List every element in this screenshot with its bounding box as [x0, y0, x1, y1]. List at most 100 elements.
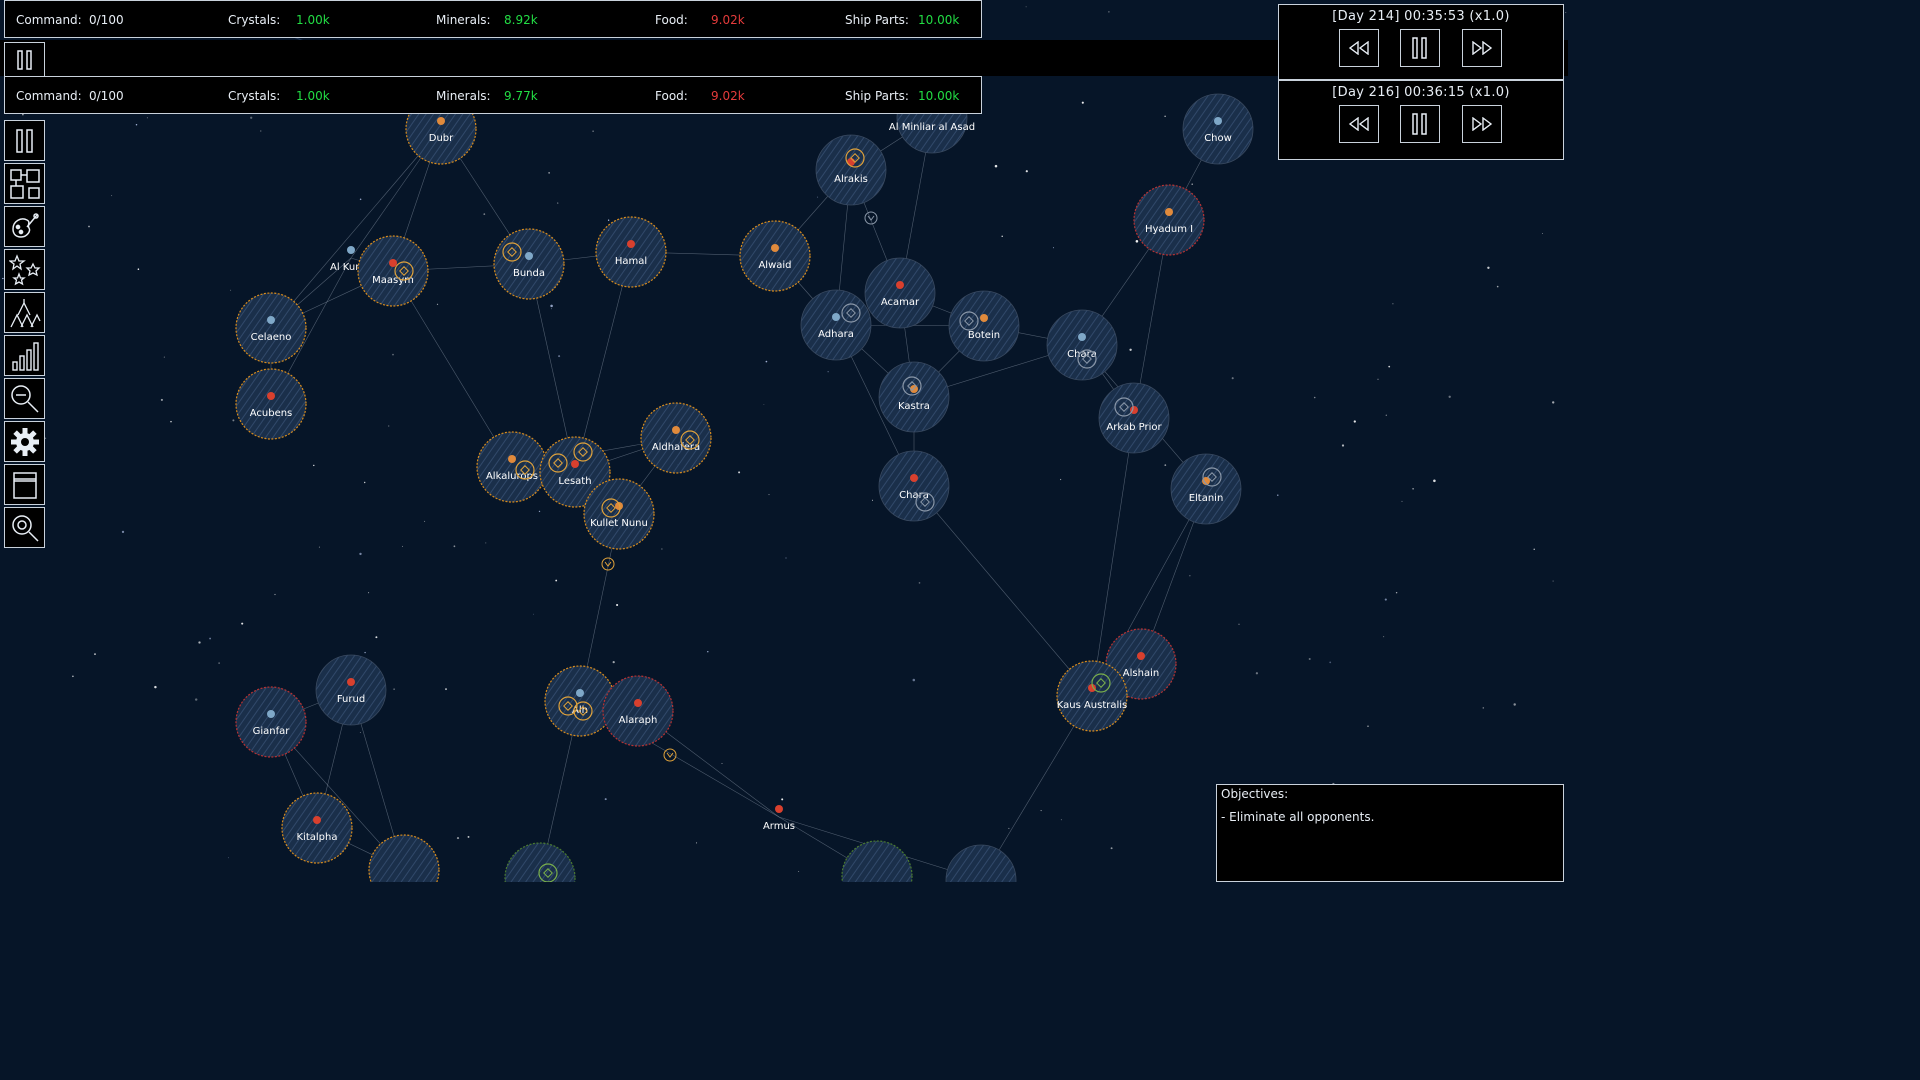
sidebar-mountains-button[interactable]: [4, 292, 45, 333]
system-territory[interactable]: [1056, 660, 1128, 732]
fleet-marker[interactable]: [902, 376, 922, 396]
system-territory[interactable]: [640, 402, 712, 474]
sidebar-pause-button[interactable]: [4, 120, 45, 161]
system-territory[interactable]: [1133, 184, 1205, 256]
star-system-hyadum[interactable]: Hyadum I: [1133, 184, 1205, 256]
star-system-alaraph[interactable]: Alaraph: [602, 675, 674, 747]
system-territory[interactable]: [368, 834, 440, 882]
star-system-adhara[interactable]: Adhara: [800, 289, 872, 361]
rewind-button[interactable]: [1339, 105, 1379, 143]
fleet-marker[interactable]: [845, 148, 865, 168]
star-system-kaus[interactable]: Kaus Australis: [1056, 660, 1128, 732]
sidebar-palette-button[interactable]: [4, 206, 45, 247]
star-system-armus[interactable]: Armus: [763, 805, 795, 832]
system-territory[interactable]: [595, 216, 667, 288]
fleet-marker[interactable]: [573, 442, 593, 462]
fast-forward-button[interactable]: [1462, 105, 1502, 143]
star-system-kitalpha[interactable]: Kitalpha: [281, 792, 353, 864]
fleet-marker[interactable]: [1091, 673, 1111, 693]
system-territory[interactable]: [357, 235, 429, 307]
sidebar-settings-button[interactable]: [4, 421, 45, 462]
system-territory[interactable]: [1046, 309, 1118, 381]
system-territory[interactable]: [815, 134, 887, 206]
star-system-kulletnunu[interactable]: Kullet Nunu: [583, 478, 655, 550]
moving-fleet-marker[interactable]: [864, 211, 878, 225]
system-territory[interactable]: [281, 792, 353, 864]
fast-forward-button[interactable]: [1462, 29, 1502, 67]
star-system-acubens[interactable]: Acubens: [235, 368, 307, 440]
star-system-chara2[interactable]: Chara: [878, 450, 950, 522]
fleet-marker[interactable]: [841, 303, 861, 323]
star-system-maasym[interactable]: Maasym: [357, 235, 429, 307]
sidebar-stars-button[interactable]: [4, 249, 45, 290]
sidebar-stats-button[interactable]: [4, 335, 45, 376]
star-system-botein[interactable]: Botein: [948, 290, 1020, 362]
sidebar-search-button[interactable]: [4, 507, 45, 548]
system-territory[interactable]: [493, 228, 565, 300]
system-territory[interactable]: [800, 289, 872, 361]
fleet-marker[interactable]: [1114, 397, 1134, 417]
fleet-marker[interactable]: [548, 453, 568, 473]
star-system-alrakis[interactable]: Alrakis: [815, 134, 887, 206]
star-system-bunda[interactable]: Bunda: [493, 228, 565, 300]
star-system-chara1[interactable]: Chara: [1046, 309, 1118, 381]
sidebar-zoom-out-button[interactable]: [4, 378, 45, 419]
fleet-marker[interactable]: [680, 430, 700, 450]
star-system-bottom4[interactable]: [945, 844, 1017, 882]
system-territory[interactable]: [1098, 382, 1170, 454]
system-territory[interactable]: [235, 368, 307, 440]
mountains-icon: [9, 298, 41, 327]
fleet-marker[interactable]: [1077, 349, 1097, 369]
system-territory[interactable]: [602, 675, 674, 747]
star-system-alwaid[interactable]: Alwaid: [739, 220, 811, 292]
sidebar-layout-button[interactable]: [4, 163, 45, 204]
pause-button[interactable]: [1400, 29, 1440, 67]
star-system-arkab[interactable]: Arkab Prior: [1098, 382, 1170, 454]
system-territory[interactable]: [315, 654, 387, 726]
star-system-bottom1[interactable]: [368, 834, 440, 882]
rewind-button[interactable]: [1339, 29, 1379, 67]
fleet-marker[interactable]: [515, 460, 535, 480]
fleet-marker[interactable]: [1202, 467, 1222, 487]
fleet-marker[interactable]: [558, 696, 578, 716]
moving-fleet-marker[interactable]: [663, 748, 677, 762]
top-pause-button[interactable]: [4, 42, 45, 76]
system-territory[interactable]: [878, 361, 950, 433]
fleet-marker[interactable]: [601, 498, 621, 518]
star-system-eltanin[interactable]: Eltanin: [1170, 453, 1242, 525]
fleet-marker[interactable]: [959, 311, 979, 331]
system-territory[interactable]: [945, 844, 1017, 882]
system-territory[interactable]: [739, 220, 811, 292]
star-system-acamar[interactable]: Acamar: [864, 257, 936, 329]
star-system-kastra[interactable]: Kastra: [878, 361, 950, 433]
fleet-marker[interactable]: [915, 492, 935, 512]
star-system-alkalurops[interactable]: Alkalurops: [476, 431, 548, 503]
fleet-marker[interactable]: [573, 701, 593, 721]
system-territory[interactable]: [235, 686, 307, 758]
star-system-al_kurud[interactable]: Al Kurud: [330, 246, 372, 273]
system-territory[interactable]: [878, 450, 950, 522]
star-system-celaeno[interactable]: Celaeno: [235, 292, 307, 364]
system-territory[interactable]: [583, 478, 655, 550]
sidebar-window-button[interactable]: [4, 464, 45, 505]
system-territory[interactable]: [1170, 453, 1242, 525]
system-territory[interactable]: [948, 290, 1020, 362]
star-system-gianfar[interactable]: Gianfar: [235, 686, 307, 758]
system-territory[interactable]: [476, 431, 548, 503]
star-system-bottom3[interactable]: [841, 840, 913, 882]
pause-button[interactable]: [1400, 105, 1440, 143]
star-system-aldhafera[interactable]: Aldhafera: [640, 402, 712, 474]
fleet-marker[interactable]: [394, 261, 414, 281]
system-territory[interactable]: [1182, 93, 1254, 165]
fleet-marker[interactable]: [538, 863, 558, 882]
fleet-marker[interactable]: [502, 242, 522, 262]
star-system-chow[interactable]: Chow: [1182, 93, 1254, 165]
star-system-furud[interactable]: Furud: [315, 654, 387, 726]
system-territory[interactable]: [841, 840, 913, 882]
command-label: Command:: [16, 13, 82, 27]
star-system-hamal[interactable]: Hamal: [595, 216, 667, 288]
system-territory[interactable]: [864, 257, 936, 329]
moving-fleet-marker[interactable]: [601, 557, 615, 571]
system-territory[interactable]: [235, 292, 307, 364]
